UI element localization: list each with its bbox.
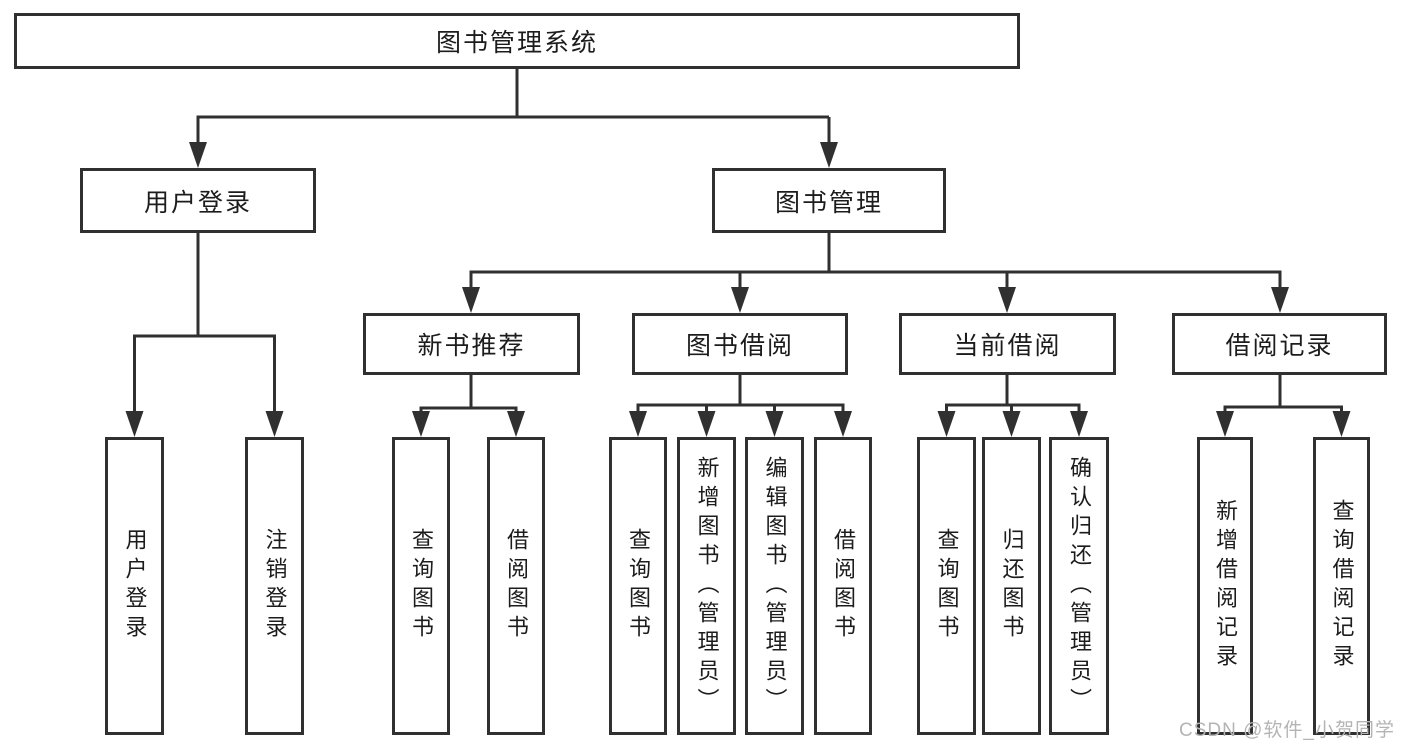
- node-label: 借阅图书: [504, 528, 529, 644]
- node-add-book-admin: 新增图书（管理员）: [677, 437, 736, 735]
- node-label: 新增借阅记录: [1213, 499, 1238, 673]
- node-current-query-books: 查询图书: [917, 437, 976, 735]
- node-borrowing-borrow-books: 借阅图书: [814, 437, 872, 735]
- node-book-management: 图书管理: [712, 168, 946, 233]
- node-query-borrow-record: 查询借阅记录: [1313, 437, 1370, 735]
- node-label: 查询图书: [626, 528, 651, 644]
- node-user-login-branch: 用户登录: [80, 168, 316, 233]
- node-borrowing-query-books: 查询图书: [609, 437, 667, 735]
- node-confirm-return-admin: 确认归还（管理员）: [1049, 437, 1109, 735]
- arrowhead-icons: [125, 142, 1351, 437]
- node-label: 用户登录: [122, 528, 148, 644]
- node-logout: 注销登录: [245, 437, 304, 735]
- node-label: 新增图书（管理员）: [694, 455, 720, 717]
- node-new-book-recommend: 新书推荐: [363, 313, 580, 375]
- node-label: 查询借阅记录: [1329, 499, 1355, 673]
- node-add-borrow-record: 新增借阅记录: [1197, 437, 1253, 735]
- node-return-books: 归还图书: [982, 437, 1041, 735]
- node-recommend-borrow-books: 借阅图书: [487, 437, 545, 735]
- node-library-system: 图书管理系统: [14, 13, 1020, 69]
- node-edit-book-admin: 编辑图书（管理员）: [745, 437, 804, 735]
- csdn-watermark: CSDN @软件_小贺同学: [1179, 720, 1395, 741]
- node-recommend-query-books: 查询图书: [392, 437, 450, 735]
- node-label: 编辑图书（管理员）: [762, 455, 788, 717]
- node-label: 确认归还（管理员）: [1067, 455, 1092, 717]
- node-label: 借阅图书: [831, 528, 856, 644]
- node-book-borrowing: 图书借阅: [632, 313, 848, 375]
- node-borrow-records: 借阅记录: [1172, 313, 1387, 375]
- node-current-borrowing: 当前借阅: [899, 313, 1116, 375]
- node-user-login: 用户登录: [105, 437, 164, 735]
- node-label: 查询图书: [934, 528, 960, 644]
- node-label: 归还图书: [999, 528, 1025, 644]
- node-label: 查询图书: [409, 528, 434, 644]
- node-label: 注销登录: [262, 528, 288, 644]
